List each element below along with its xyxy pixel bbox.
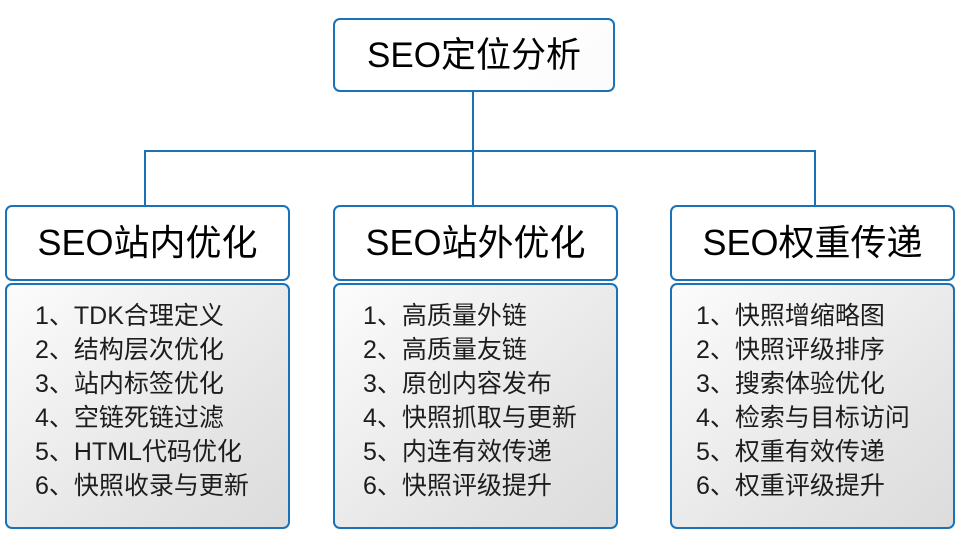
list-item: 3、站内标签优化 xyxy=(35,370,224,398)
list-item: 5、权重有效传递 xyxy=(696,438,885,466)
branch-header-1[interactable]: SEO站内优化 xyxy=(5,205,290,281)
branch-item-list-3: 1、快照增缩略图 2、快照评级排序 3、搜索体验优化 4、检索与目标访问 5、权… xyxy=(672,299,953,503)
connector-drop-branch-3 xyxy=(814,150,816,206)
branch-column-3: SEO权重传递 1、快照增缩略图 2、快照评级排序 3、搜索体验优化 4、检索与… xyxy=(670,205,955,529)
branch-header-label-1: SEO站内优化 xyxy=(37,222,258,263)
list-item: 6、快照评级提升 xyxy=(363,472,552,500)
list-item: 3、原创内容发布 xyxy=(363,370,552,398)
branch-header-label-3: SEO权重传递 xyxy=(702,222,923,263)
branch-header-label-2: SEO站外优化 xyxy=(365,222,586,263)
list-item: 4、快照抓取与更新 xyxy=(363,404,577,432)
list-item: 4、检索与目标访问 xyxy=(696,404,910,432)
branch-item-list-1: 1、TDK合理定义 2、结构层次优化 3、站内标签优化 4、空链死链过滤 5、H… xyxy=(7,299,288,503)
list-item: 6、权重评级提升 xyxy=(696,472,885,500)
list-item: 2、结构层次优化 xyxy=(35,336,224,364)
branch-body-2: 1、高质量外链 2、高质量友链 3、原创内容发布 4、快照抓取与更新 5、内连有… xyxy=(333,283,618,529)
list-item: 1、快照增缩略图 xyxy=(696,302,885,330)
branch-header-3[interactable]: SEO权重传递 xyxy=(670,205,955,281)
list-item: 4、空链死链过滤 xyxy=(35,404,224,432)
list-item: 6、快照收录与更新 xyxy=(35,472,249,500)
list-item: 5、HTML代码优化 xyxy=(35,438,242,466)
root-node-label: SEO定位分析 xyxy=(367,35,581,75)
branch-body-1: 1、TDK合理定义 2、结构层次优化 3、站内标签优化 4、空链死链过滤 5、H… xyxy=(5,283,290,529)
branch-body-3: 1、快照增缩略图 2、快照评级排序 3、搜索体验优化 4、检索与目标访问 5、权… xyxy=(670,283,955,529)
branch-column-2: SEO站外优化 1、高质量外链 2、高质量友链 3、原创内容发布 4、快照抓取与… xyxy=(333,205,618,529)
list-item: 5、内连有效传递 xyxy=(363,438,552,466)
list-item: 2、高质量友链 xyxy=(363,336,527,364)
root-node[interactable]: SEO定位分析 xyxy=(333,18,615,92)
list-item: 3、搜索体验优化 xyxy=(696,370,885,398)
branch-column-1: SEO站内优化 1、TDK合理定义 2、结构层次优化 3、站内标签优化 4、空链… xyxy=(5,205,290,529)
list-item: 1、高质量外链 xyxy=(363,302,527,330)
list-item: 1、TDK合理定义 xyxy=(35,302,224,330)
branch-item-list-2: 1、高质量外链 2、高质量友链 3、原创内容发布 4、快照抓取与更新 5、内连有… xyxy=(335,299,616,503)
connector-horizontal-bus xyxy=(144,150,816,152)
connector-drop-branch-1 xyxy=(144,150,146,206)
branch-header-2[interactable]: SEO站外优化 xyxy=(333,205,618,281)
list-item: 2、快照评级排序 xyxy=(696,336,885,364)
connector-drop-branch-2 xyxy=(472,150,474,206)
connector-trunk-vertical xyxy=(472,92,474,152)
